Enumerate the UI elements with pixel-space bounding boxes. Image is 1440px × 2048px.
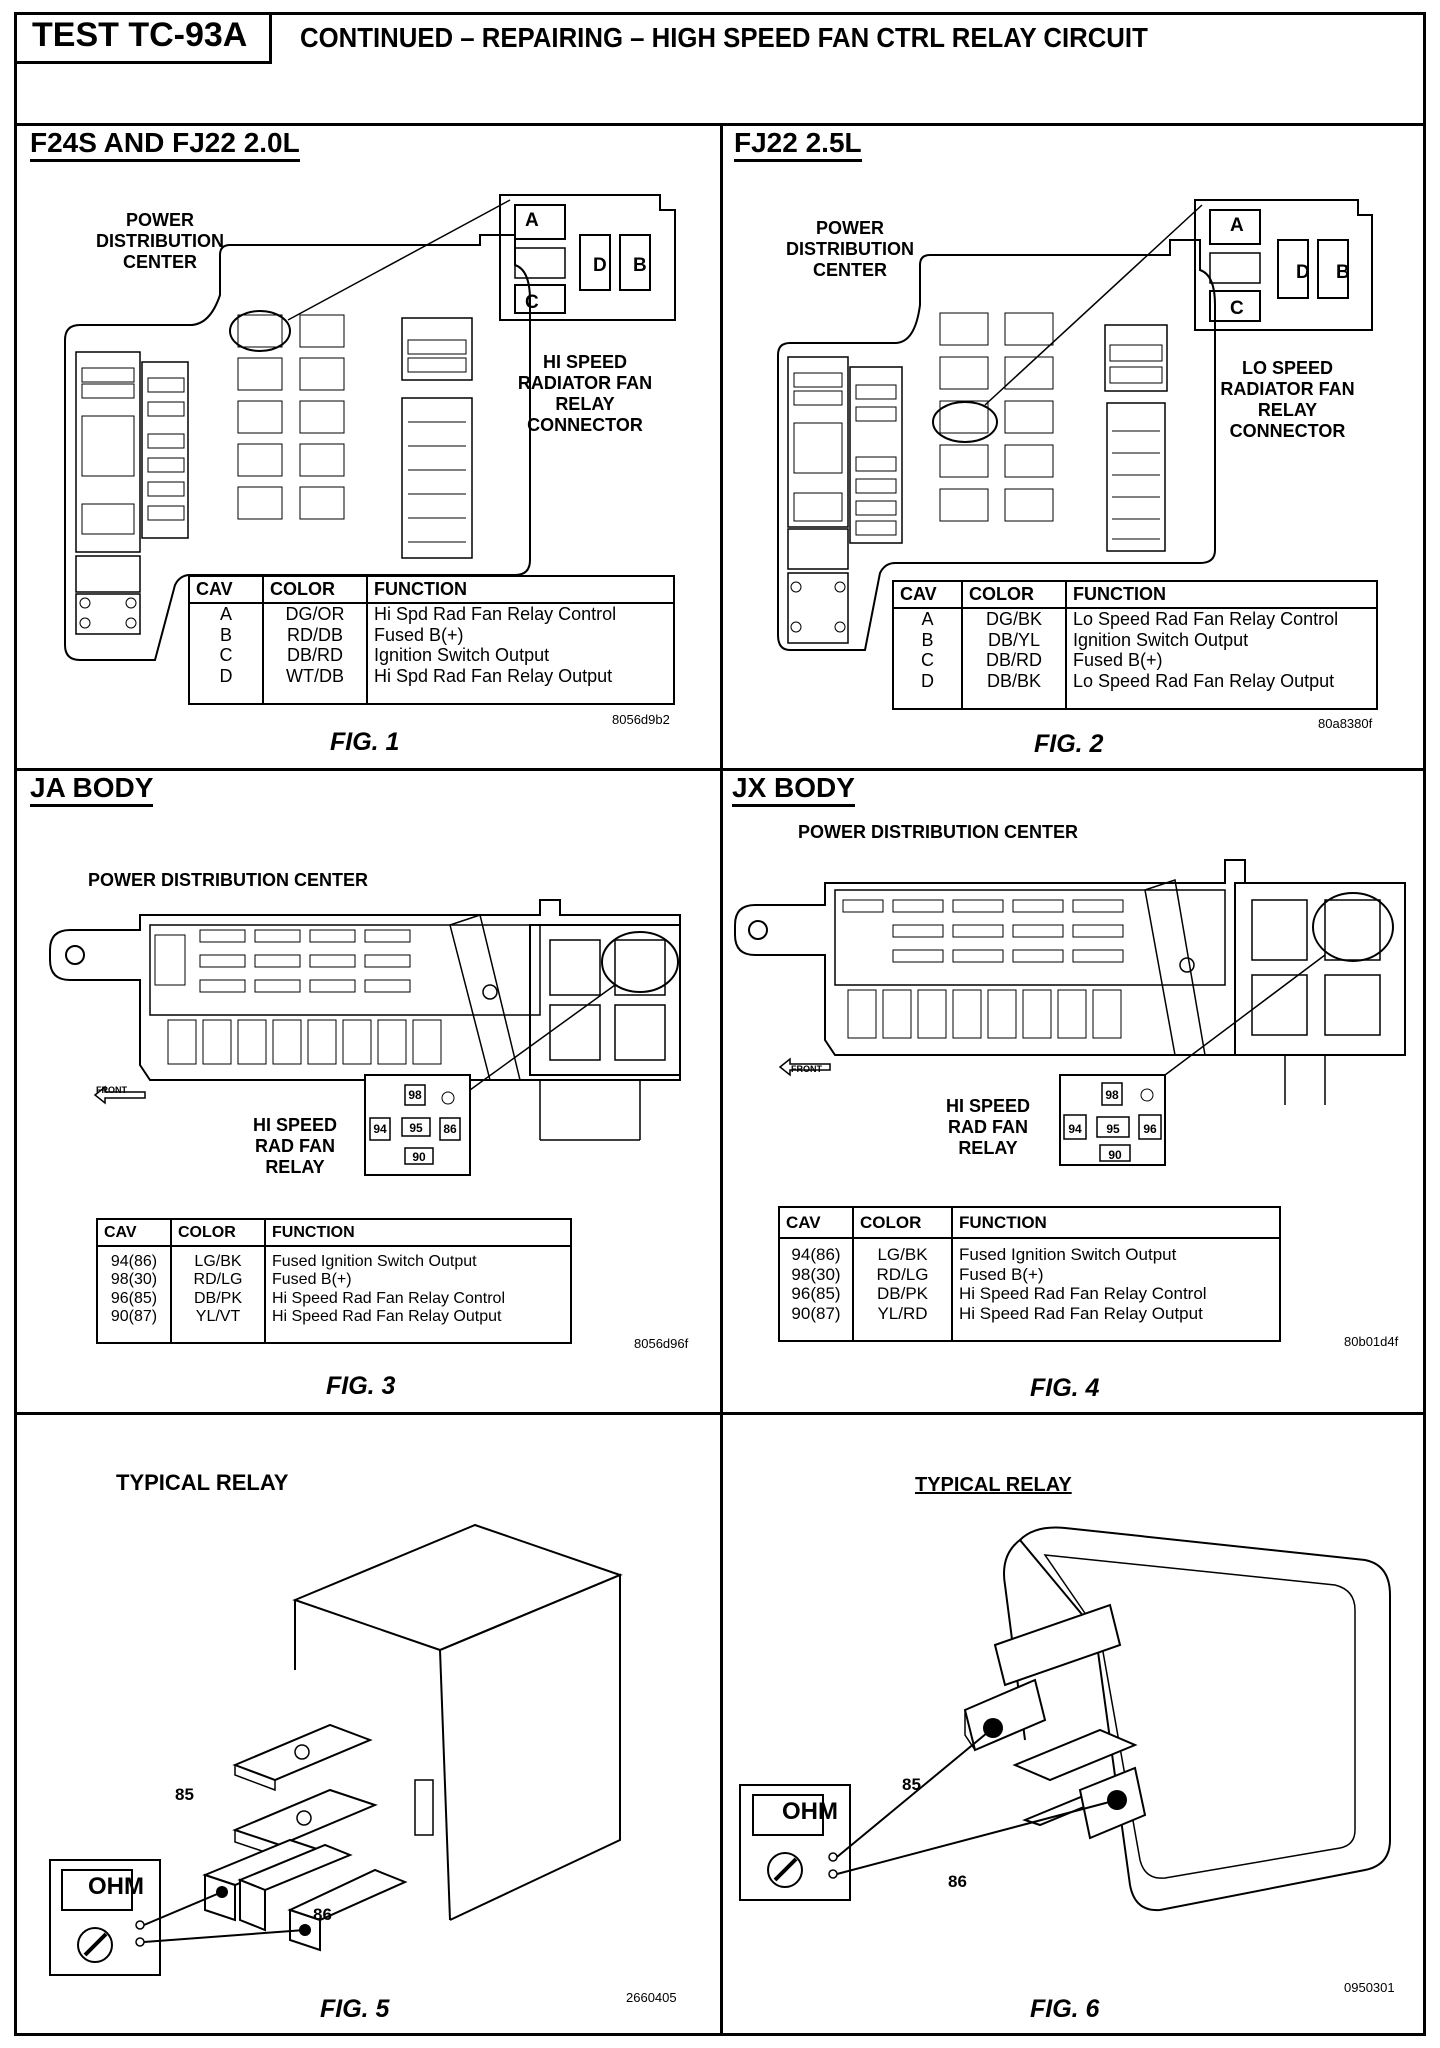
relay-pin-95: 95 — [1106, 1122, 1120, 1136]
color-column: LG/BK RD/LG DB/PK YL/VT — [171, 1246, 266, 1342]
th-color: COLOR — [171, 1220, 266, 1247]
panel-2-pdc-label: POWER DISTRIBUTION CENTER — [786, 218, 914, 280]
pdc-diagram-1 — [60, 190, 720, 680]
panel-4-relay-label: HI SPEED RAD FAN RELAY — [945, 1096, 1031, 1158]
panel-1-cavity-a: A — [525, 210, 539, 231]
function-column: Lo Speed Rad Fan Relay Control Ignition … — [1073, 609, 1339, 692]
panel-2-cavity-b: B — [1336, 262, 1350, 283]
color-column: DG/OR RD/DB DB/RD WT/DB — [263, 603, 368, 703]
panel-5-ref: 2660405 — [626, 1990, 677, 2005]
pdc-jx-body-diagram — [725, 835, 1415, 1166]
th-cav: CAV — [190, 577, 264, 604]
page-title: CONTINUED – REPAIRING – HIGH SPEED FAN C… — [300, 22, 1148, 53]
relay-pin-90: 90 — [1108, 1148, 1122, 1162]
function-column: Fused Ignition Switch Output Fused B(+) … — [959, 1245, 1207, 1323]
test-id: TEST TC-93A — [14, 12, 272, 64]
pin-86-label: 86 — [313, 1905, 332, 1924]
th-function: FUNCTION — [1066, 582, 1376, 609]
color-column: DG/BK DB/YL DB/RD DB/BK — [962, 608, 1067, 708]
panel-2-cavity-c: C — [1230, 298, 1244, 319]
panel-4-title: JX BODY — [732, 773, 855, 807]
th-function: FUNCTION — [952, 1208, 1279, 1239]
relay-pin-90: 90 — [412, 1150, 426, 1164]
panel-2-cavity-a: A — [1230, 215, 1244, 236]
panel-4-ref: 80b01d4f — [1344, 1334, 1399, 1349]
panel-3-pdc-label: POWER DISTRIBUTION CENTER — [88, 870, 369, 890]
panel-1-pdc-label: POWER DISTRIBUTION CENTER — [96, 210, 224, 272]
th-cav: CAV — [98, 1220, 172, 1247]
th-function: FUNCTION — [265, 1220, 570, 1247]
relay-pin-98: 98 — [408, 1088, 422, 1102]
function-column: Hi Spd Rad Fan Relay Control Fused B(+) … — [374, 604, 617, 687]
panel-1-cavity-d: D — [593, 255, 607, 276]
panel-4-pdc-label: POWER DISTRIBUTION CENTER — [798, 822, 1079, 842]
panel-6-title: TYPICAL RELAY — [915, 1474, 1072, 1496]
relay-pin-96: 96 — [1143, 1122, 1157, 1136]
pdc-diagram-2 — [770, 195, 1420, 685]
panel-2-figure-label: FIG. 2 — [1034, 730, 1104, 758]
panel-3-figure-label: FIG. 3 — [326, 1372, 396, 1400]
column-divider — [720, 123, 723, 2036]
panel-6-ref: 0950301 — [1344, 1980, 1395, 1995]
panel-5-title: TYPICAL RELAY — [116, 1470, 289, 1495]
cav-column: A B C D — [190, 603, 264, 703]
cav-column: A B C D — [894, 608, 963, 708]
panel-1-figure-label: FIG. 1 — [330, 728, 400, 756]
cav-column: 94(86) 98(30) 96(85) 90(87) — [98, 1246, 172, 1342]
relay-pin-94: 94 — [373, 1122, 387, 1136]
pin-85-label: 85 — [175, 1785, 194, 1804]
panel-2-title: FJ22 2.5L — [734, 128, 862, 162]
panel-6-figure-label: FIG. 6 — [1030, 1995, 1100, 2023]
panel-2-ref: 80a8380f — [1318, 716, 1373, 731]
th-cav: CAV — [780, 1208, 854, 1239]
relay-pin-98: 98 — [1105, 1088, 1119, 1102]
relay-pin-86: 86 — [443, 1122, 457, 1136]
panel-3-title: JA BODY — [30, 773, 154, 807]
ohm-meter-display: OHM — [782, 1798, 838, 1825]
panel-4-figure-label: FIG. 4 — [1030, 1374, 1100, 1402]
panel-1-title: F24S AND FJ22 2.0L — [30, 128, 300, 162]
pin-85-label: 85 — [902, 1775, 921, 1794]
th-color: COLOR — [263, 577, 368, 604]
panel-1-ref: 8056d9b2 — [612, 712, 670, 727]
panel-5-figure-label: FIG. 5 — [320, 1995, 390, 2023]
ohm-meter-display: OHM — [88, 1873, 144, 1900]
panel-3-ref: 8056d96f — [634, 1336, 689, 1351]
th-color: COLOR — [853, 1208, 953, 1239]
panel-1-connector-label: HI SPEED RADIATOR FAN RELAY CONNECTOR — [517, 352, 653, 435]
panel-2-connector-label: LO SPEED RADIATOR FAN RELAY CONNECTOR — [1220, 358, 1355, 441]
function-column: Fused Ignition Switch Output Fused B(+) … — [272, 1253, 506, 1326]
panel-3-relay-label: HI SPEED RAD FAN RELAY — [252, 1115, 338, 1177]
panel-2-cavity-d: D — [1296, 262, 1310, 283]
pin-86-label: 86 — [948, 1872, 967, 1891]
pdc-ja-body-diagram — [40, 880, 720, 1176]
th-cav: CAV — [894, 582, 963, 609]
front-label: FRONT — [96, 1085, 127, 1095]
relay-pin-95: 95 — [409, 1121, 423, 1135]
typical-relay-diagram-1 — [40, 1500, 720, 1980]
th-color: COLOR — [962, 582, 1067, 609]
cav-column: 94(86) 98(30) 96(85) 90(87) — [780, 1238, 854, 1340]
th-function: FUNCTION — [367, 577, 673, 604]
relay-pin-94: 94 — [1068, 1122, 1082, 1136]
front-label: FRONT — [791, 1064, 822, 1074]
color-column: LG/BK RD/LG DB/PK YL/RD — [853, 1238, 953, 1340]
panel-1-cavity-b: B — [633, 255, 647, 276]
panel-1-cavity-c: C — [525, 292, 539, 313]
typical-relay-diagram-2 — [735, 1500, 1415, 1980]
